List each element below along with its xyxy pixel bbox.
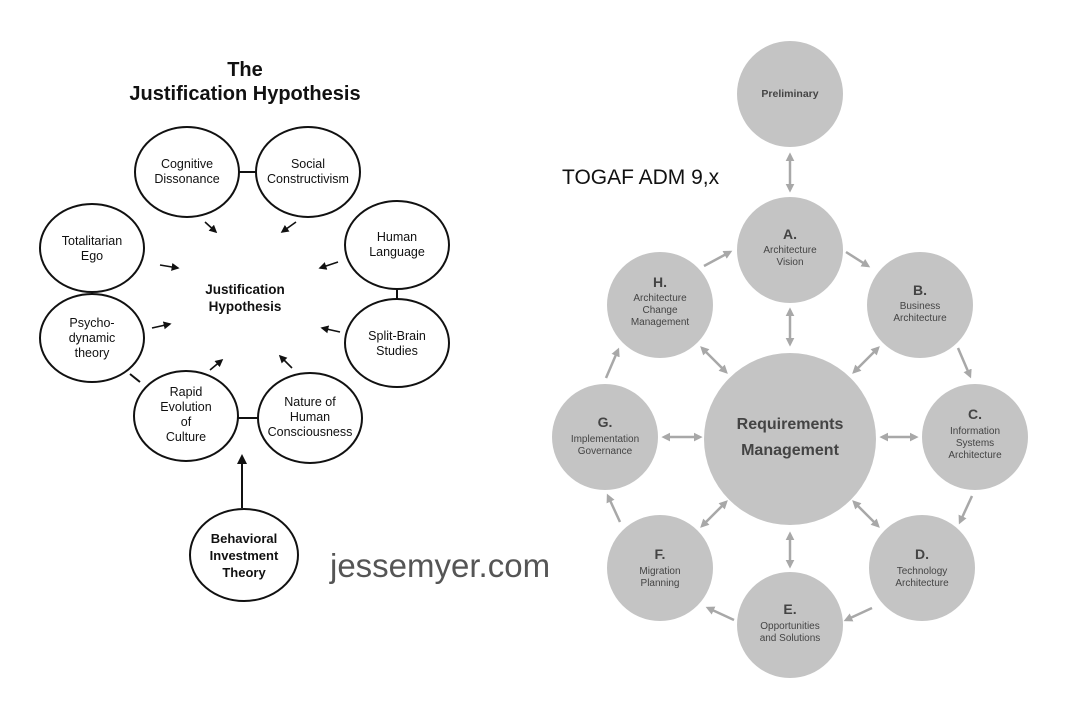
- phase-circle-f: [607, 515, 713, 621]
- pointer-arrow: [151, 321, 172, 330]
- phase-preliminary-label: Preliminary: [761, 88, 819, 100]
- node-circle-psychodynamic-theory: [39, 293, 145, 383]
- arrow-d-e: [843, 606, 873, 622]
- pointer-arrow: [159, 263, 180, 271]
- phase-circle-g: [552, 384, 658, 490]
- center-requirements-label: Requirements Management: [736, 416, 844, 459]
- phase-c-text: Information Systems Architecture: [948, 426, 1002, 461]
- pointer-arrow: [280, 221, 297, 233]
- phase-circle-c: [922, 384, 1028, 490]
- phase-g-letter: G.: [597, 414, 613, 430]
- pointer-arrow: [278, 354, 293, 369]
- arrow-center-h: [700, 346, 728, 374]
- node-circle-human-language: [344, 200, 450, 290]
- node-circle-cognitive-dissonance: [134, 126, 240, 218]
- phase-circle-d: [869, 515, 975, 621]
- node-circle-behavioral-investment: [189, 508, 299, 602]
- phase-e-letter: E.: [783, 601, 797, 617]
- pointer-arrow: [209, 358, 224, 371]
- pointer-arrow: [204, 221, 218, 234]
- center-circle-requirements: [704, 353, 876, 525]
- node-totalitarian-ego: Totalitarian Ego: [61, 234, 123, 263]
- arrow-center-f: [700, 500, 728, 528]
- phase-c-letter: C.: [968, 406, 982, 422]
- pointer-arrow: [318, 261, 339, 270]
- watermark-text: jessemyer.com: [330, 547, 551, 584]
- arrow-b-c: [956, 347, 972, 379]
- ring-connector: [129, 373, 141, 383]
- node-cognitive-dissonance: Cognitive Dissonance: [154, 157, 220, 186]
- arrow-center-b: [852, 346, 880, 374]
- pointer-arrow: [320, 325, 341, 334]
- node-rapid-evolution-of-culture: Rapid Evolution of Culture: [160, 385, 212, 444]
- phase-circle-a: [737, 197, 843, 303]
- phase-d-letter: D.: [915, 546, 929, 562]
- phase-h-text: Architecture Change Management: [630, 293, 690, 328]
- arrow-a-b: [845, 250, 871, 268]
- phase-e-text: Opportunities and Solutions: [759, 621, 821, 644]
- arrow-center-d: [852, 500, 880, 528]
- phase-d-text: Technology Architecture: [895, 566, 949, 589]
- phase-circle-h: [607, 252, 713, 358]
- node-nature-of-human-consciousness: Nature of Human Consciousness: [267, 395, 353, 439]
- node-circle-social-constructivism: [255, 126, 361, 218]
- phase-circle-b: [867, 252, 973, 358]
- justification-center-label: Justification Hypothesis: [205, 282, 285, 314]
- node-circle-totalitarian-ego: [39, 203, 145, 293]
- arrow-g-h: [604, 347, 620, 379]
- node-human-language: Human Language: [369, 230, 425, 259]
- phase-f-letter: F.: [654, 546, 666, 562]
- phase-f-text: Migration Planning: [639, 566, 681, 589]
- phase-h-letter: H.: [653, 274, 667, 290]
- phase-b-text: Business Architecture: [893, 301, 947, 324]
- node-behavioral-investment-theory: Behavioral Investment Theory: [209, 531, 279, 580]
- phase-g-text: Implementation Governance: [570, 434, 640, 457]
- phase-a-letter: A.: [783, 226, 797, 242]
- arrow-f-g: [606, 493, 622, 523]
- togaf-title: TOGAF ADM 9,x: [562, 166, 720, 189]
- phase-circle-e: [737, 572, 843, 678]
- phase-circle-preliminary: [737, 41, 843, 147]
- node-psychodynamic-theory: Psycho- dynamic theory: [68, 316, 116, 360]
- arrow-e-f: [705, 606, 735, 622]
- justification-title: The Justification Hypothesis: [129, 59, 361, 105]
- node-social-constructivism: Social Constructivism: [267, 157, 349, 186]
- node-circle-nature-consciousness: [257, 372, 363, 464]
- phase-a-text: Architecture Vision: [763, 245, 817, 268]
- node-circle-split-brain-studies: [344, 298, 450, 388]
- arrow-h-a: [703, 250, 733, 268]
- node-circle-rapid-evolution: [133, 370, 239, 462]
- node-split-brain-studies: Split-Brain Studies: [368, 329, 426, 358]
- phase-b-letter: B.: [913, 282, 927, 298]
- arrow-c-d: [958, 495, 974, 525]
